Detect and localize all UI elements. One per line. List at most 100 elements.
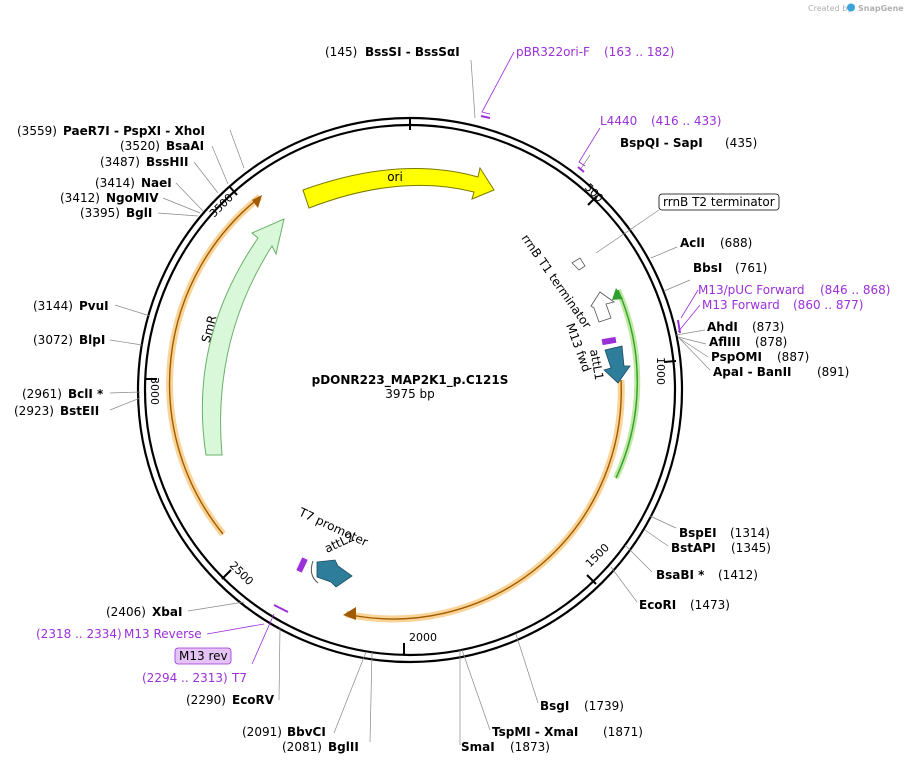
- primer-leaders: [206, 51, 701, 665]
- leader-ecorv: [278, 626, 281, 701]
- primer-m13-reverse-name: M13 Reverse: [124, 627, 202, 641]
- leader-bsgi: [515, 633, 539, 704]
- m13-rev-label-box: [174, 647, 232, 665]
- leader-bsshii: [193, 161, 219, 194]
- site-afliii-pos: (878): [755, 335, 787, 349]
- site-xhoi-pos: (3559): [17, 124, 57, 138]
- attl1-arrow: [603, 345, 631, 384]
- credit-brand: SnapGene: [858, 4, 904, 13]
- leader-pbr322ori-f: [481, 51, 515, 115]
- site-smai-pos: (1873): [510, 740, 550, 754]
- leader-afliii: [677, 336, 707, 345]
- site-bgli-name: BglI: [126, 206, 152, 220]
- credit-prefix: Created by: [808, 4, 852, 13]
- ori-feature-arrow: [302, 166, 495, 209]
- site-bglii-pos: (2081): [282, 740, 322, 754]
- primer-m13-puc-forward-name: M13/pUC Forward: [698, 283, 805, 297]
- site-leaders: [109, 59, 711, 745]
- site-acli-name: AclI: [680, 236, 705, 250]
- leader-m13-reverse: [206, 623, 265, 635]
- leader-ahdi: [675, 329, 706, 336]
- primer-ticks: [273, 115, 681, 613]
- orf-arc-left-arrowhead: [252, 195, 262, 208]
- primer-pbr322ori-f-range: (163 .. 182): [604, 45, 674, 59]
- ori-label: ori: [387, 170, 403, 184]
- leader-bsssi: [470, 59, 476, 119]
- leader-blpi: [109, 339, 143, 346]
- leader-t7: [251, 613, 275, 665]
- site-acli-pos: (688): [720, 236, 752, 250]
- site-bsaai-name: BsaAI: [166, 139, 204, 153]
- rrnb-t1-arrow: [590, 291, 615, 323]
- leader-bspei: [649, 515, 677, 529]
- site-tspmi-name: TspMI - XmaI: [492, 725, 578, 739]
- primer-t7-name: T7: [231, 671, 247, 685]
- primer-l4440-range: (416 .. 433): [651, 114, 721, 128]
- primer-m13-puc-forward-range: (846 .. 868): [820, 283, 890, 297]
- site-bbsi-name: BbsI: [693, 261, 722, 275]
- tick-marks: [145, 118, 677, 655]
- leader-naei: [175, 182, 204, 212]
- leader-tspmi: [461, 649, 491, 731]
- site-ngomiv-name: NgoMIV: [106, 191, 159, 205]
- m13-fwd-primer-bar: [601, 336, 617, 346]
- leader-m13-puc-forward: [680, 289, 699, 319]
- site-xbai-name: XbaI: [152, 605, 182, 619]
- leader-pspomi: [678, 337, 709, 358]
- tick-3500-mark: [228, 185, 238, 196]
- site-ahdi-pos: (873): [752, 320, 784, 334]
- orf-arc-left-line: [168, 196, 261, 535]
- leader-xhoi: [229, 129, 245, 169]
- leader-xbai: [187, 601, 245, 612]
- rrnb-t2-leader: [595, 209, 660, 254]
- tick-1500-mark: [586, 574, 597, 585]
- tick-2000: 2000: [409, 631, 437, 644]
- site-bsteii-pos: (2923): [14, 404, 54, 418]
- tick-500-mark: [587, 195, 598, 206]
- primer-pbr322ori-f-name: pBR322ori-F: [516, 45, 590, 59]
- site-ngomiv-pos: (3412): [60, 191, 100, 205]
- site-xhoi-name: PaeR7I - PspXI - XhoI: [63, 124, 205, 138]
- rrnb-t2-arrow: [571, 257, 586, 271]
- site-bsshii-name: BssHII: [146, 155, 188, 169]
- site-bsteii-name: BstEII: [60, 404, 99, 418]
- primer-tick-m13fwd: [677, 319, 681, 334]
- site-bglii-name: BglII: [328, 740, 359, 754]
- site-pspomi-pos: (887): [777, 350, 809, 364]
- site-bstapi-pos: (1345): [731, 541, 771, 555]
- site-bsgi-pos: (1739): [584, 699, 624, 713]
- site-bspei-name: BspEI: [679, 526, 717, 540]
- primer-tick-l4440: [577, 166, 585, 173]
- site-bsabi-name: BsaBI *: [656, 568, 705, 582]
- site-bcli-name: BclI *: [68, 387, 104, 401]
- site-ecori-pos: (1473): [690, 598, 730, 612]
- orf-arc-lower-right: [345, 379, 625, 623]
- plasmid-length: 3975 bp: [385, 387, 435, 401]
- leader-bbvci: [333, 651, 367, 734]
- leader-bgli: [157, 212, 199, 217]
- leader-bcli: [109, 391, 141, 394]
- tick-2500-mark: [221, 569, 232, 580]
- site-bbsi-pos: (761): [735, 261, 767, 275]
- site-pvui-name: PvuI: [79, 299, 109, 313]
- primer-m13-reverse-range: (2318 .. 2334): [36, 627, 122, 641]
- rrnb-t1-label: rrnB T1 terminator: [519, 232, 595, 332]
- site-bsssi-pos: (145): [325, 45, 357, 59]
- leader-l4440: [578, 127, 601, 167]
- site-ecorv-pos: (2290): [186, 693, 226, 707]
- smr-feature-arrow: [201, 218, 285, 456]
- leader-bstapi: [644, 529, 669, 547]
- tick-3000: 3000: [148, 377, 161, 405]
- rrnb-t2-label: rrnB T2 terminator: [663, 195, 775, 209]
- leader-bspqi: [579, 154, 591, 171]
- primer-t7-range: (2294 .. 2313): [142, 671, 228, 685]
- m13-fwd-label: M13 fwd: [563, 321, 594, 374]
- leader-bbsi: [663, 279, 691, 292]
- leader-bsabi: [624, 544, 653, 573]
- site-pspomi-name: PspOMI: [711, 350, 762, 364]
- leader-m13-forward: [677, 304, 701, 333]
- site-ecorv-name: EcoRV: [232, 693, 275, 707]
- t7-primer-bar: [296, 557, 308, 573]
- tick-500: 500: [582, 181, 606, 205]
